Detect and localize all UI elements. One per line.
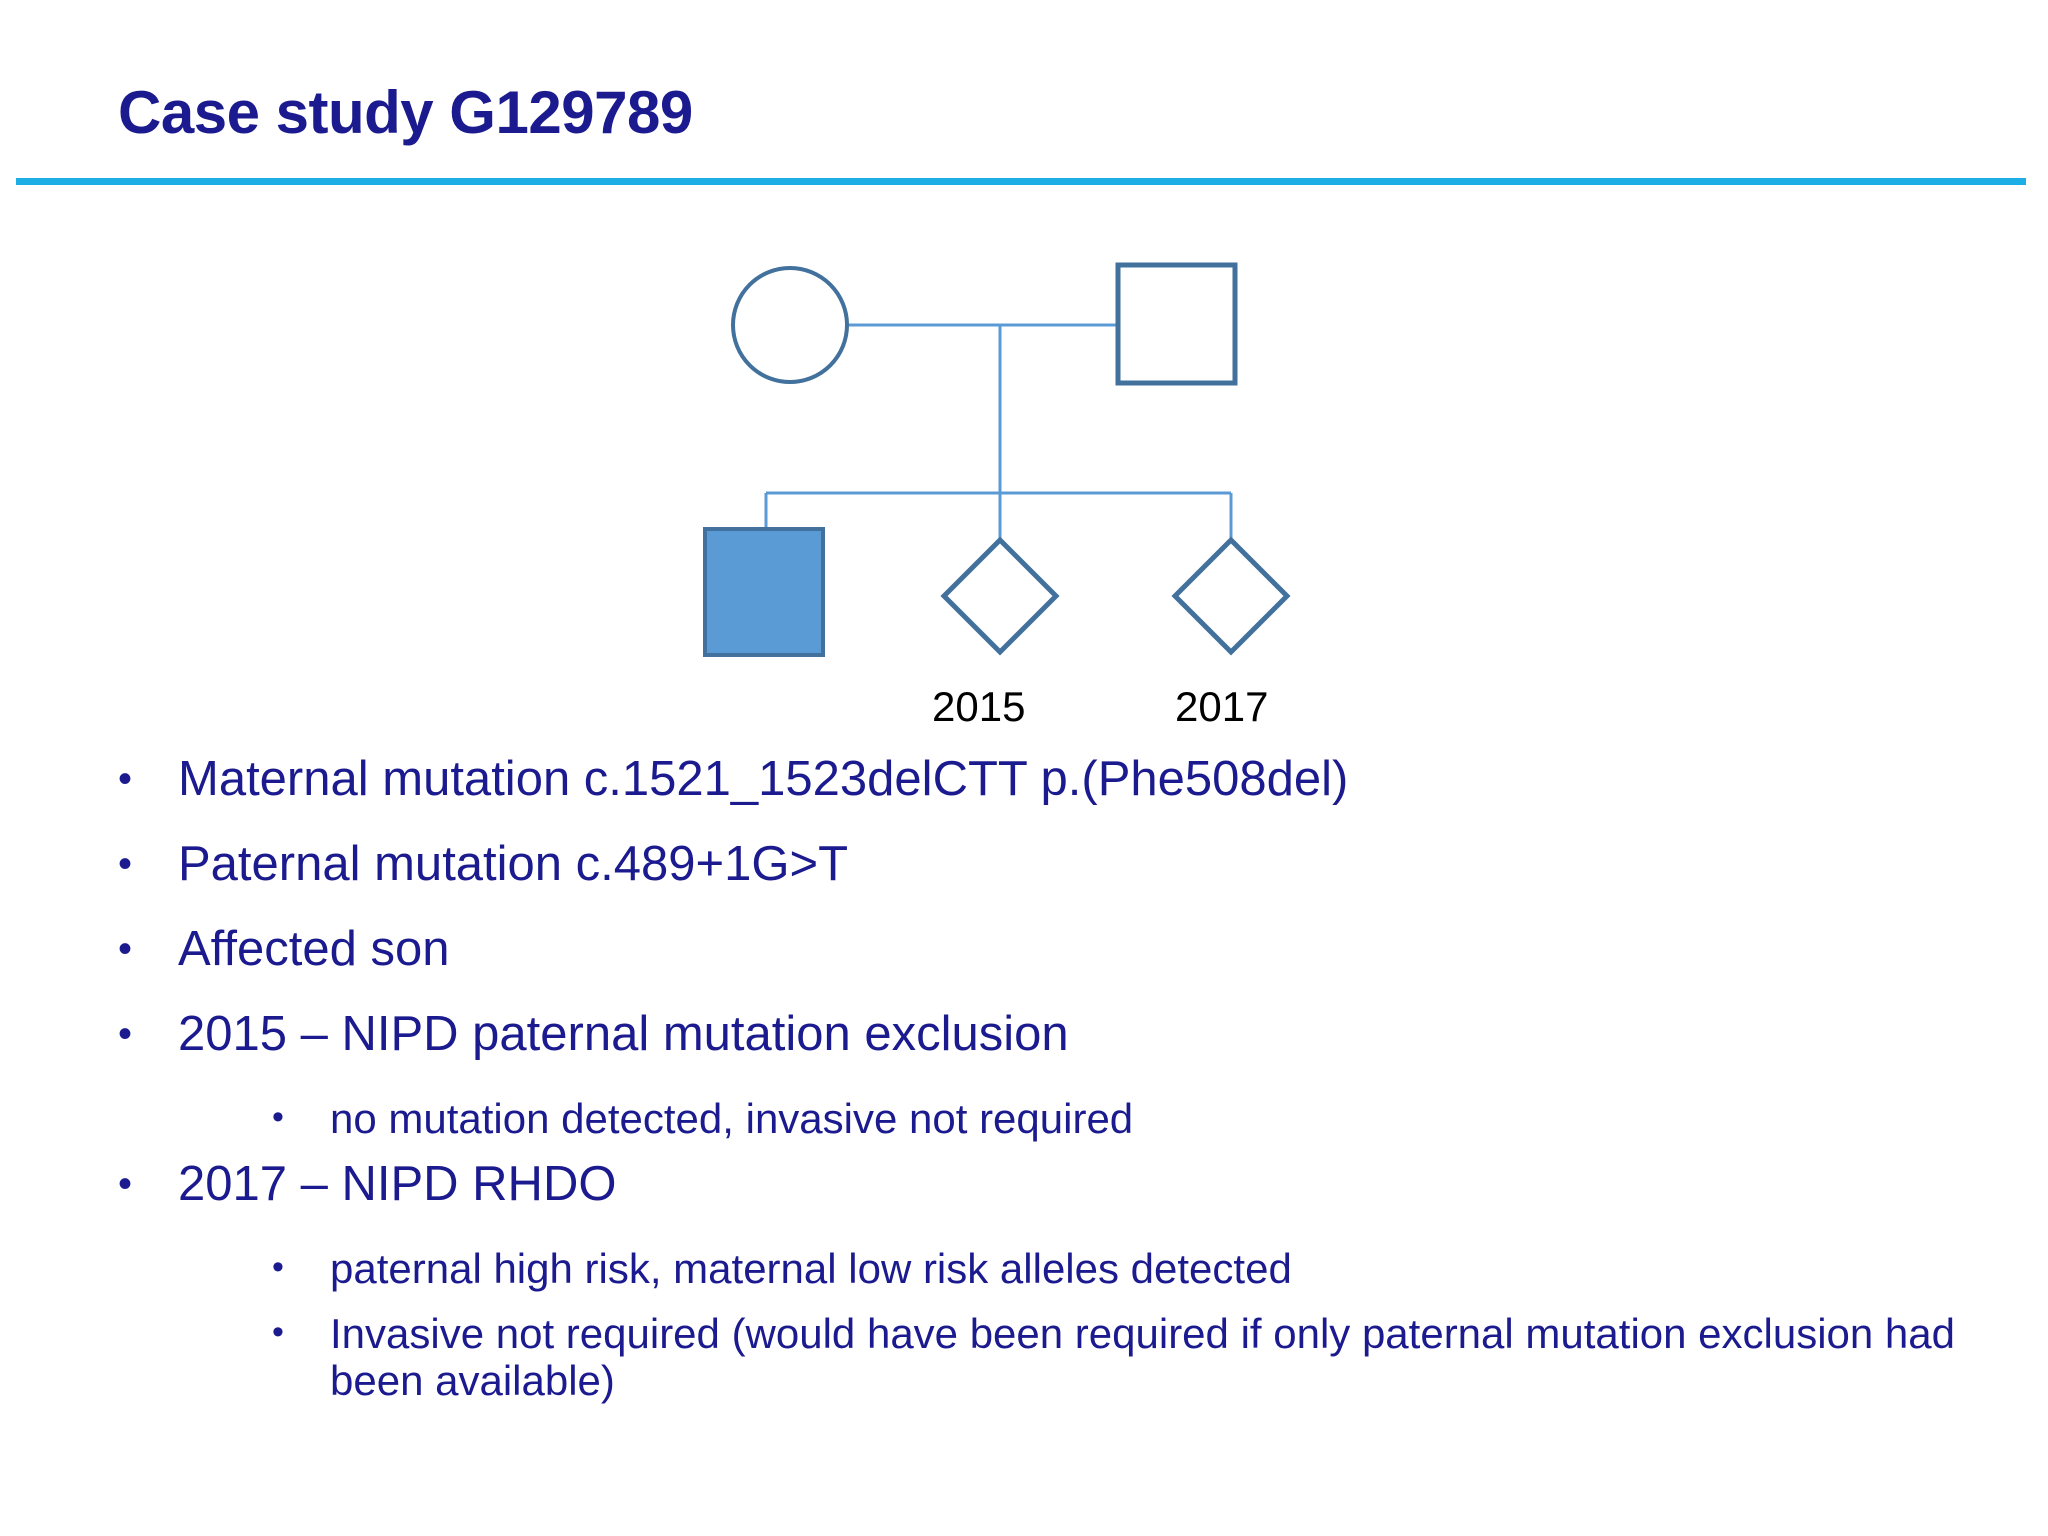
bullet-list: • Maternal mutation c.1521_1523delCTT p.… — [0, 755, 2048, 1422]
title-underline-rule — [16, 178, 2026, 185]
sub-list-item: • no mutation detected, invasive not req… — [0, 1095, 2048, 1142]
sub-list-item: • Invasive not required (would have been… — [0, 1310, 2048, 1404]
pedigree-symbol-mother-circle — [731, 266, 849, 384]
bullet-dot-icon: • — [118, 1012, 133, 1056]
pedigree-symbol-pregnancy-2017-diamond — [1171, 536, 1291, 656]
pedigree-year-label-2017: 2017 — [1175, 683, 1269, 730]
bullet-dot-icon: • — [272, 1098, 284, 1136]
list-item: • 2015 – NIPD paternal mutation exclusio… — [0, 1010, 2048, 1059]
list-item: • Paternal mutation c.489+1G>T — [0, 840, 2048, 889]
bullet-dot-icon: • — [272, 1248, 284, 1287]
bullet-dot-icon: • — [118, 1162, 133, 1207]
list-item: • Maternal mutation c.1521_1523delCTT p.… — [0, 755, 2048, 804]
pedigree-year-label-2015: 2015 — [932, 683, 1026, 730]
pedigree-symbol-pregnancy-2015-diamond — [940, 536, 1060, 656]
list-item-label: Maternal mutation c.1521_1523delCTT p.(P… — [178, 752, 1349, 806]
list-item-label: 2017 – NIPD RHDO — [178, 1157, 617, 1212]
page-title: Case study G129789 — [118, 79, 693, 146]
bullet-dot-icon: • — [118, 842, 133, 886]
sub-list-item-label: no mutation detected, invasive not requi… — [330, 1095, 1134, 1142]
list-item-label: 2015 – NIPD paternal mutation exclusion — [178, 1007, 1069, 1061]
sub-list-item-label: Invasive not required (would have been r… — [330, 1310, 1955, 1405]
sub-list-item-label: paternal high risk, maternal low risk al… — [330, 1245, 1292, 1293]
list-item: • Affected son — [0, 925, 2048, 974]
list-item-label: Paternal mutation c.489+1G>T — [178, 837, 849, 891]
pedigree-symbol-father-square — [1115, 262, 1238, 386]
bullet-dot-icon: • — [118, 927, 133, 971]
sub-list-item: • paternal high risk, maternal low risk … — [0, 1245, 2048, 1292]
pedigree-symbol-son-square-affected — [703, 527, 825, 657]
list-item: • 2017 – NIPD RHDO — [0, 1160, 2048, 1209]
list-item-label: Affected son — [178, 922, 450, 976]
bullet-dot-icon: • — [272, 1313, 284, 1352]
pedigree-diagram: 2015 2017 — [0, 0, 2048, 760]
bullet-dot-icon: • — [118, 757, 133, 801]
